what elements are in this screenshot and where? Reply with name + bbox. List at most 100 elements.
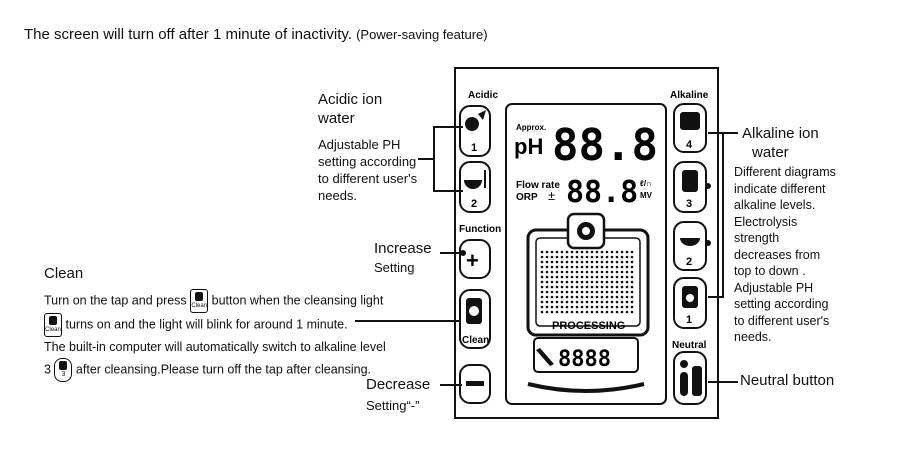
- processing-label: PROCESSING: [552, 320, 625, 332]
- alkaline-level-1-button[interactable]: 1: [673, 277, 707, 329]
- alkaline-body-line: strength: [734, 231, 780, 245]
- grid-dot: [580, 295, 584, 299]
- grid-dot: [610, 285, 614, 289]
- grid-dot: [565, 295, 569, 299]
- grid-dot: [565, 280, 569, 284]
- grid-dot: [585, 305, 589, 309]
- decrease-button[interactable]: [459, 364, 491, 404]
- clean-callout-title: Clean: [44, 265, 84, 282]
- grid-dot: [560, 250, 564, 254]
- grid-dot: [580, 310, 584, 314]
- grid-dot: [610, 255, 614, 259]
- grid-dot: [580, 280, 584, 284]
- alkaline-level-2-label: 2: [686, 256, 692, 268]
- grid-dot: [600, 290, 604, 294]
- grid-dot: [540, 275, 544, 279]
- clean-inline-icon: Clean: [190, 289, 209, 313]
- grid-dot: [585, 280, 589, 284]
- clean-line-3: The built-in computer will automatically…: [44, 340, 386, 354]
- clean-line-1b: button when the cleansing light: [211, 293, 384, 308]
- grid-dot: [590, 285, 594, 289]
- alkaline-label: Alkaline: [670, 90, 709, 101]
- grid-dot: [555, 260, 559, 264]
- grid-dot: [625, 295, 629, 299]
- grid-dot: [575, 275, 579, 279]
- alkaline-level-3-button[interactable]: 3: [673, 161, 707, 213]
- grid-dot: [595, 255, 599, 259]
- grid-dot: [570, 260, 574, 264]
- grid-dot: [595, 250, 599, 254]
- acidic-body-line: to different user's: [318, 171, 418, 186]
- grid-dot: [545, 250, 549, 254]
- grid-dot: [610, 305, 614, 309]
- grid-dot: [630, 260, 634, 264]
- grid-dot: [550, 305, 554, 309]
- alkaline-callout-title: Alkaline ion water: [742, 124, 819, 162]
- grid-dot: [610, 310, 614, 314]
- alkaline-level-4-button[interactable]: 4: [673, 103, 707, 153]
- grid-dot: [625, 280, 629, 284]
- grid-dot: [620, 270, 624, 274]
- neutral-button[interactable]: [673, 351, 707, 405]
- grid-dot: [585, 260, 589, 264]
- grid-dot: [580, 300, 584, 304]
- clean-callout-body: Turn on the tap and press Clean button w…: [44, 289, 386, 382]
- grid-dot: [585, 285, 589, 289]
- neutral-bottle-icon: [692, 366, 702, 396]
- grid-dot: [545, 305, 549, 309]
- grid-dot: [570, 305, 574, 309]
- grid-dot: [580, 260, 584, 264]
- clean-label: Clean: [462, 335, 489, 346]
- grid-dot: [590, 290, 594, 294]
- clean-button[interactable]: Clean: [459, 289, 491, 349]
- grid-dot: [605, 260, 609, 264]
- processing-grid: [526, 228, 650, 337]
- grid-dot: [560, 255, 564, 259]
- alkaline-pointer-top: [708, 132, 738, 134]
- grid-dot: [545, 255, 549, 259]
- grid-dot: [600, 285, 604, 289]
- grid-dot: [555, 250, 559, 254]
- grid-dot: [610, 260, 614, 264]
- grid-dot: [625, 250, 629, 254]
- grid-dot: [590, 250, 594, 254]
- grid-dot: [550, 280, 554, 284]
- grid-dot: [590, 310, 594, 314]
- alkaline-3-inline-icon: 3: [54, 358, 73, 382]
- grid-dot: [625, 265, 629, 269]
- grid-dot: [565, 305, 569, 309]
- grid-dot: [620, 310, 624, 314]
- clean-line-1: Turn on the tap and press Clean button w…: [44, 289, 386, 313]
- grid-dot: [600, 260, 604, 264]
- grid-dot: [575, 300, 579, 304]
- grid-dot: [590, 280, 594, 284]
- neutral-pill-icon: [680, 360, 688, 368]
- alkaline-level-3-label: 3: [686, 198, 692, 210]
- acidic-callout-body: Adjustable PH setting according to diffe…: [318, 136, 417, 204]
- grid-dot: [615, 290, 619, 294]
- acidic-level-1-button[interactable]: 1: [459, 105, 491, 157]
- grid-dot: [610, 250, 614, 254]
- clean-line-2-text: turns on and the light will blink for ar…: [65, 317, 348, 332]
- increase-pointer-line: [440, 252, 462, 254]
- grid-dot: [570, 270, 574, 274]
- acidic-bracket-line: [433, 126, 435, 192]
- grid-dot: [545, 265, 549, 269]
- header-main: The screen will turn off after 1 minute …: [24, 26, 352, 43]
- grid-dot: [565, 265, 569, 269]
- clean-line-4: 3 3 after cleansing.Please turn off the …: [44, 358, 386, 382]
- clean-inline-icon-2-text: Clean: [45, 327, 61, 333]
- grid-dot: [560, 260, 564, 264]
- increase-button[interactable]: +: [459, 239, 491, 279]
- grid-dot: [590, 270, 594, 274]
- decrease-callout: Decrease Setting“-”: [366, 376, 430, 414]
- grid-dot: [605, 280, 609, 284]
- alkaline-body-line: alkaline levels.: [734, 198, 816, 212]
- acidic-level-2-button[interactable]: 2: [459, 161, 491, 213]
- grid-dot: [620, 280, 624, 284]
- grid-dot: [595, 280, 599, 284]
- acidic-pot-icon: [465, 117, 479, 131]
- alkaline-level-2-button[interactable]: 2: [673, 221, 707, 271]
- grid-dot: [540, 265, 544, 269]
- grid-dot: [580, 255, 584, 259]
